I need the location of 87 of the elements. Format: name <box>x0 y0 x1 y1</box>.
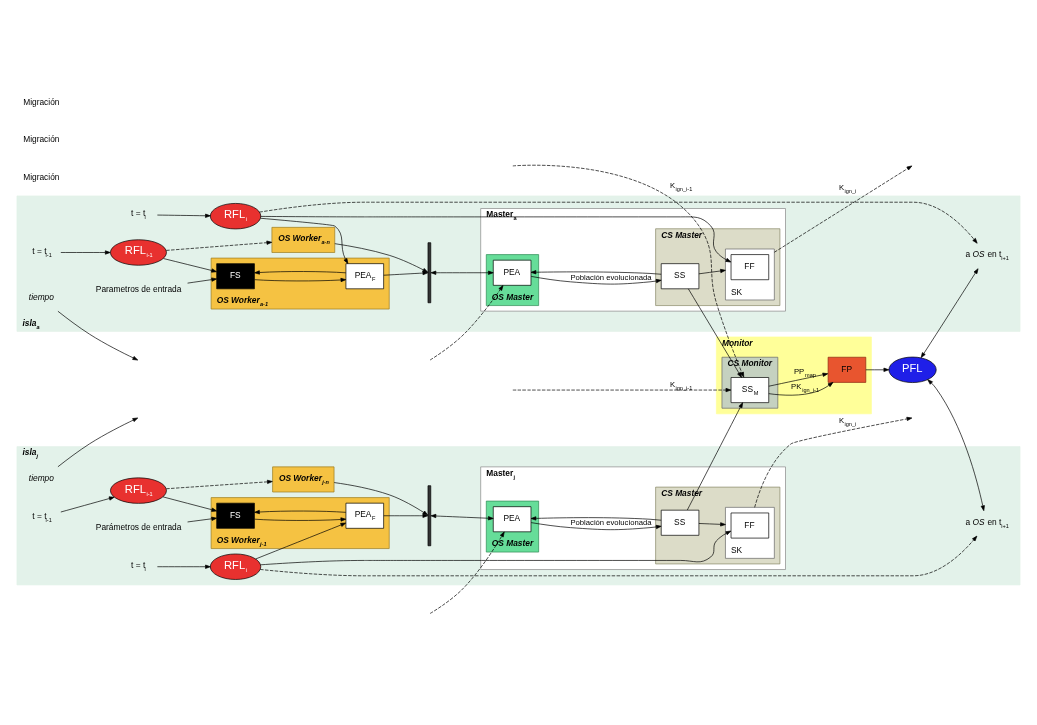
edge-label: K$_{ign_i}$ <box>838 415 857 427</box>
node-box: PEA <box>492 259 532 286</box>
node-box: SS <box>660 509 700 536</box>
arrow <box>254 509 347 514</box>
node-text: tiempo <box>28 472 54 483</box>
node-text: t = t$_{i-1}$ <box>32 245 52 258</box>
arrow <box>430 513 494 520</box>
node-text: t = t$_{i}$ <box>131 207 146 220</box>
arrow <box>430 270 494 275</box>
node-text: Parametros de entrada <box>95 283 182 294</box>
arrow <box>688 288 745 378</box>
arrow <box>166 479 273 489</box>
node-box: SS <box>660 262 700 289</box>
arrow <box>57 417 139 467</box>
node-text: a OS en t$_{i+1}$ <box>965 516 1009 529</box>
node-ellipse: RFL$_{i}$ <box>210 553 262 580</box>
arrow <box>254 277 347 282</box>
node-text: tiempo <box>28 291 54 302</box>
edge-label: K$_{ign_i}$ <box>838 182 857 194</box>
arrow <box>530 275 662 284</box>
arrow <box>255 522 347 559</box>
arrow <box>530 269 662 275</box>
arrow <box>162 496 217 512</box>
arrow <box>254 516 347 522</box>
node-text: Parámetros de entrada <box>95 521 182 532</box>
label: Migración <box>23 133 60 144</box>
arrow <box>698 521 726 526</box>
arrow <box>60 249 111 255</box>
node-box: FS <box>216 502 255 529</box>
arrow <box>530 521 662 530</box>
edge-label: Población evolucionada <box>570 272 652 282</box>
edge-label: Población evolucionada <box>570 517 652 527</box>
node-ellipse: RFL$_{i-1}$ <box>110 238 167 266</box>
edge-label: PP$_{map}$ <box>793 366 816 378</box>
node-box: PEA$_{F}$ <box>345 502 384 529</box>
arrow <box>166 240 273 251</box>
node-box: PEA <box>492 505 532 532</box>
node-box: FP <box>827 356 867 383</box>
arrow <box>260 215 732 262</box>
arrow <box>60 495 115 512</box>
arrow <box>260 217 349 264</box>
label: Migración <box>23 171 60 182</box>
node-text: a OS en t$_{i+1}$ <box>965 248 1009 261</box>
arrow <box>768 381 834 396</box>
node-box: OS Worker$_{j-n}$ <box>272 466 335 492</box>
node-ellipse: RFL$_{i}$ <box>210 202 262 229</box>
arrow <box>865 367 890 372</box>
node-text: t = t$_{i-1}$ <box>32 510 52 523</box>
arrow <box>429 531 505 614</box>
arrow <box>187 277 217 283</box>
arrow <box>530 515 662 521</box>
arrow <box>57 310 139 360</box>
arrow <box>686 401 743 510</box>
edge-label: K$_{ign_i-1}$ <box>669 379 693 391</box>
arrow <box>187 516 217 522</box>
arrow <box>157 564 211 569</box>
arrow <box>754 416 913 508</box>
arrow <box>429 284 504 360</box>
node-box: FF <box>730 253 770 280</box>
edge-label: PK$_{ign_i-1}$ <box>791 381 820 393</box>
node-box: PEA$_{F}$ <box>345 262 384 289</box>
node-box: SS$_{M}$ <box>730 376 770 403</box>
arrow <box>512 164 745 378</box>
arrow <box>920 267 979 358</box>
arrow <box>927 378 985 511</box>
arrow <box>383 270 429 276</box>
arrow <box>259 535 978 576</box>
arrow <box>333 481 429 515</box>
arrow <box>334 242 429 273</box>
arrow <box>254 269 347 275</box>
node-box: FS <box>216 262 255 289</box>
label: Migración <box>23 96 60 107</box>
arrow <box>774 165 913 253</box>
arrow <box>512 387 732 392</box>
node-box: FF <box>730 512 770 538</box>
arrow <box>163 257 217 273</box>
edge-label: K$_{ign_i-1}$ <box>669 180 693 192</box>
node-bar <box>427 241 432 303</box>
arrow <box>698 268 726 274</box>
arrow <box>768 372 829 387</box>
arrow <box>157 213 211 218</box>
node-bar <box>427 484 432 546</box>
node-text: t = t$_{i}$ <box>131 559 146 572</box>
arrow <box>383 513 429 518</box>
arrow <box>259 201 978 244</box>
node-box: OS Worker$_{a-n}$ <box>271 226 336 253</box>
arrow <box>260 530 732 565</box>
